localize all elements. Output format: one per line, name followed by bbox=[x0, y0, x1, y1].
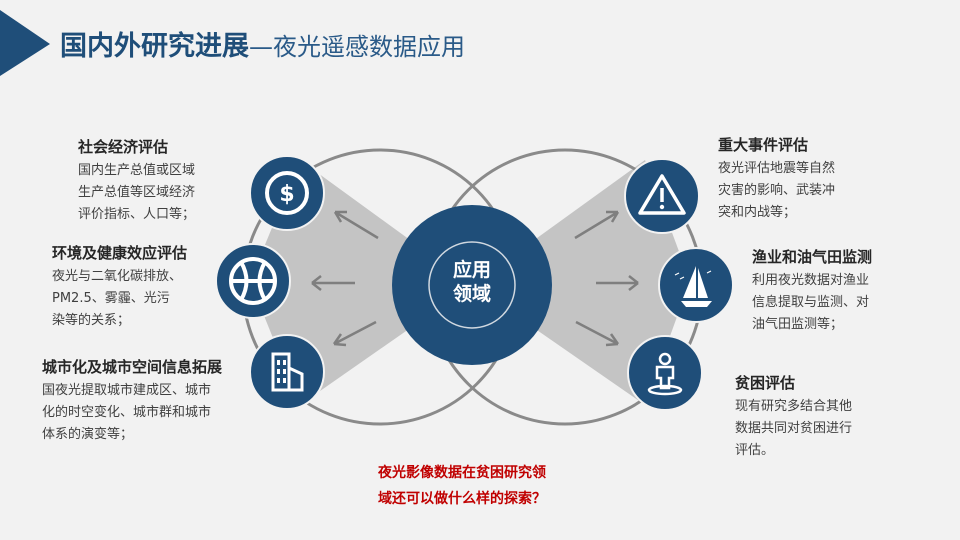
item-line: 夜光评估地震等自然 bbox=[718, 161, 836, 176]
item-major-events: 重大事件评估 夜光评估地震等自然 灾害的影响、武装冲 突和内战等； bbox=[718, 134, 835, 224]
center-line2: 领域 bbox=[452, 283, 491, 305]
item-line: 生产总值等区域经济 bbox=[78, 185, 196, 200]
building-icon bbox=[249, 334, 325, 410]
center-inner-ring bbox=[428, 241, 516, 329]
item-heading: 社会经济评估 bbox=[78, 138, 169, 156]
title-sub: —夜光遥感数据应用 bbox=[249, 33, 465, 61]
question-line2: 域还可以做什么样的探索？ bbox=[378, 491, 546, 507]
person-icon bbox=[627, 335, 703, 411]
item-line: 国夜光提取城市建成区、城市 bbox=[42, 383, 212, 398]
item-line: 数据共同对贫困进行 bbox=[735, 421, 853, 436]
item-heading: 城市化及城市空间信息拓展 bbox=[42, 358, 223, 376]
item-heading: 渔业和油气田监测 bbox=[752, 248, 873, 266]
item-line: 国内生产总值或区域 bbox=[78, 163, 196, 178]
item-environment: 环境及健康效应评估 夜光与二氧化碳排放、 PM2.5、雾霾、光污 染等的关系； bbox=[52, 242, 187, 332]
arrows bbox=[311, 210, 639, 347]
title-marker-triangle bbox=[0, 10, 50, 76]
item-socioeconomic: 社会经济评估 国内生产总值或区域 生产总值等区域经济 评价指标、人口等； bbox=[78, 136, 195, 226]
item-line: 评估。 bbox=[735, 443, 775, 458]
item-heading: 重大事件评估 bbox=[718, 136, 809, 154]
item-line: 油气田监测等； bbox=[752, 317, 844, 332]
svg-text:$: $ bbox=[279, 182, 294, 207]
item-line: 评价指标、人口等； bbox=[78, 207, 196, 222]
center-label: 应用 领域 bbox=[432, 258, 512, 306]
item-urbanization: 城市化及城市空间信息拓展 国夜光提取城市建成区、城市 化的时空变化、城市群和城市… bbox=[42, 356, 222, 446]
item-line: 利用夜光数据对渔业 bbox=[752, 273, 870, 288]
ball-icon bbox=[215, 243, 291, 319]
item-line: 染等的关系； bbox=[52, 313, 131, 328]
item-heading: 贫困评估 bbox=[735, 374, 796, 392]
question-line1: 夜光影像数据在贫困研究领 bbox=[378, 465, 546, 481]
item-line: 突和内战等； bbox=[718, 205, 797, 220]
item-heading: 环境及健康效应评估 bbox=[52, 244, 188, 262]
item-poverty: 贫困评估 现有研究多结合其他 数据共同对贫困进行 评估。 bbox=[735, 372, 852, 462]
sailboat-icon bbox=[658, 247, 734, 323]
center-circle bbox=[392, 205, 552, 365]
title-main: 国内外研究进展 bbox=[60, 31, 249, 62]
center-line1: 应用 bbox=[452, 259, 491, 281]
item-fishery: 渔业和油气田监测 利用夜光数据对渔业 信息提取与监测、对 油气田监测等； bbox=[752, 246, 872, 336]
item-line: PM2.5、雾霾、光污 bbox=[52, 291, 170, 306]
item-line: 信息提取与监测、对 bbox=[752, 295, 870, 310]
item-line: 化的时空变化、城市群和城市 bbox=[42, 405, 212, 420]
research-question: 夜光影像数据在贫困研究领 域还可以做什么样的探索？ bbox=[378, 460, 546, 512]
item-line: 体系的演变等； bbox=[42, 427, 134, 442]
item-line: 夜光与二氧化碳排放、 bbox=[52, 269, 183, 284]
warning-icon bbox=[624, 158, 700, 234]
dollar-coin-icon: $ bbox=[249, 155, 325, 231]
page-title: 国内外研究进展—夜光遥感数据应用 bbox=[60, 24, 465, 63]
item-line: 灾害的影响、武装冲 bbox=[718, 183, 836, 198]
item-line: 现有研究多结合其他 bbox=[735, 399, 853, 414]
